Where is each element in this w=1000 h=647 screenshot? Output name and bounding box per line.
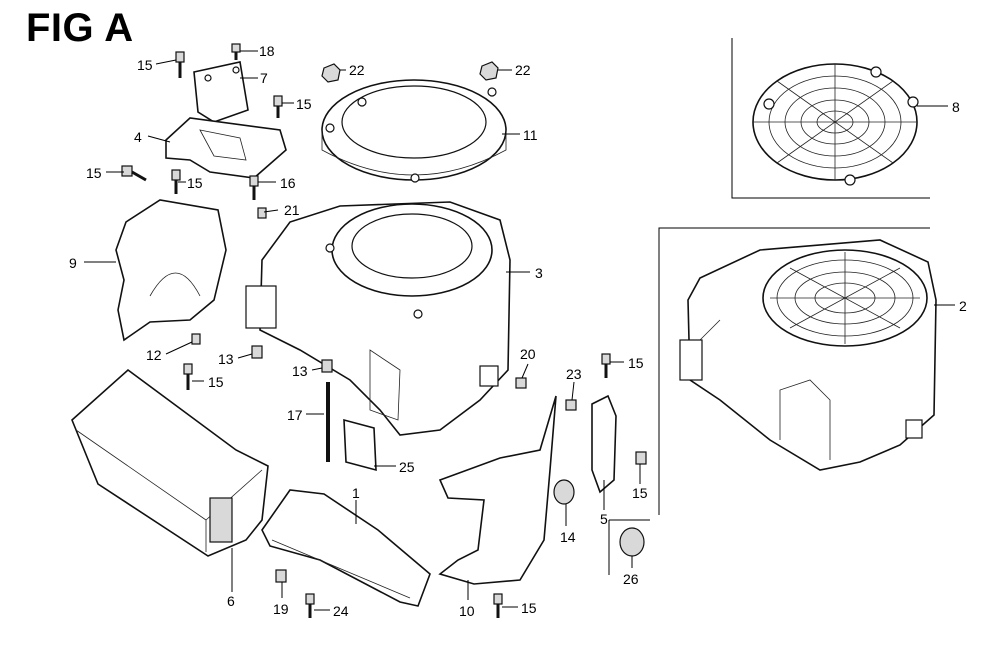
bolts — [121, 43, 647, 618]
callout-15: 15 — [628, 355, 644, 371]
callout-24: 24 — [333, 603, 349, 619]
callout-15: 15 — [86, 165, 102, 181]
callout-20: 20 — [520, 346, 536, 362]
callout-15: 15 — [187, 175, 203, 191]
callout-15: 15 — [632, 485, 648, 501]
callout-7: 7 — [260, 70, 268, 86]
callout-12: 12 — [146, 347, 162, 363]
callout-4: 4 — [134, 129, 142, 145]
callout-14: 14 — [560, 529, 576, 545]
plate-part-7 — [193, 61, 249, 123]
baffle-part-9 — [115, 199, 227, 342]
callout-22: 22 — [515, 62, 531, 78]
plate-part-25 — [343, 418, 377, 472]
nut-part-22-left — [321, 63, 341, 83]
callout-1: 1 — [352, 485, 360, 501]
leader-lines — [84, 50, 955, 611]
callout-13: 13 — [292, 363, 308, 379]
cap-part-26 — [619, 527, 645, 557]
callout-17: 17 — [287, 407, 303, 423]
cover-part-6 — [71, 368, 269, 557]
callout-16: 16 — [280, 175, 296, 191]
figure-title: FIG A — [26, 6, 134, 50]
callout-15: 15 — [208, 374, 224, 390]
callout-2: 2 — [959, 298, 967, 314]
nut-part-22-right — [479, 61, 499, 81]
callout-9: 9 — [69, 255, 77, 271]
callout-19: 19 — [273, 601, 289, 617]
callout-21: 21 — [284, 202, 300, 218]
callout-18: 18 — [259, 43, 275, 59]
callout-26: 26 — [623, 571, 639, 587]
callout-5: 5 — [600, 511, 608, 527]
callout-22: 22 — [349, 62, 365, 78]
callout-13: 13 — [218, 351, 234, 367]
callout-15: 15 — [521, 600, 537, 616]
callout-15: 15 — [137, 57, 153, 73]
fan-cover-part-3 — [245, 201, 511, 436]
callout-3: 3 — [535, 265, 543, 281]
shroud-part-10 — [438, 395, 557, 585]
fan-cover-assembly-part-2 — [679, 239, 937, 471]
inset-frame-lines — [608, 38, 930, 575]
bracket-part-5 — [591, 394, 617, 494]
grommet-part-14 — [553, 479, 575, 505]
callout-10: 10 — [459, 603, 475, 619]
shroud-plate-part-1 — [261, 489, 431, 607]
bracket-part-4 — [165, 117, 287, 179]
fan-guard-part-8 — [752, 63, 919, 186]
callout-11: 11 — [523, 127, 538, 143]
callout-6: 6 — [227, 593, 235, 609]
callout-8: 8 — [952, 99, 960, 115]
callout-15: 15 — [296, 96, 312, 112]
callout-25: 25 — [399, 459, 415, 475]
shroud-ring-part-11 — [321, 79, 507, 183]
callout-23: 23 — [566, 366, 582, 382]
